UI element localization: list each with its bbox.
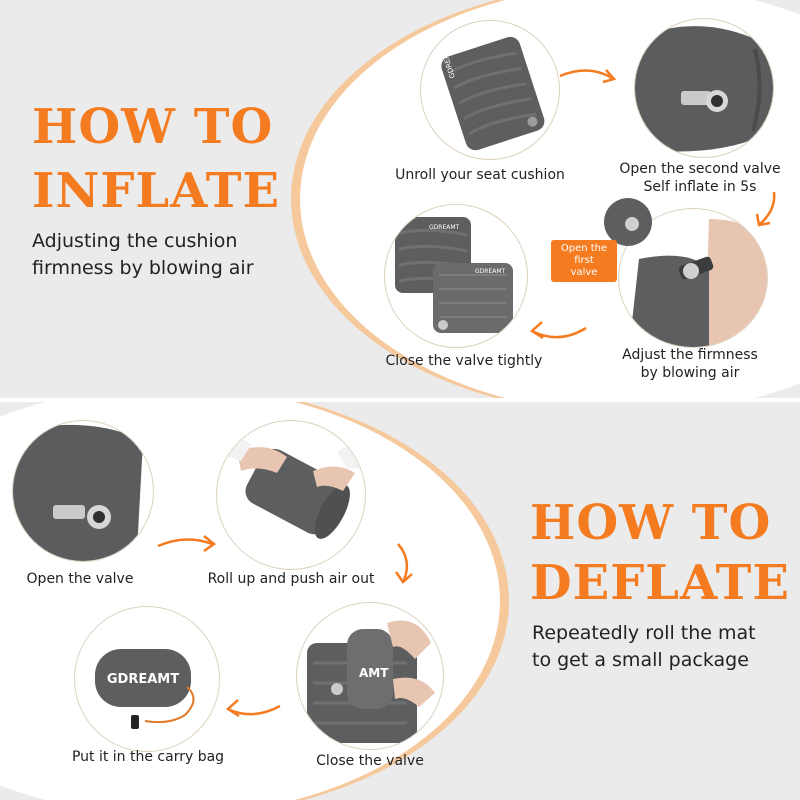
arrow-right-icon xyxy=(559,69,617,84)
inflate-title-line2: INFLATE xyxy=(32,163,281,219)
arrow-left-icon xyxy=(225,699,281,718)
deflate-step3-caption: Close the valve xyxy=(316,753,424,769)
deflate-panel: HOW TO DEFLATE Repeatedly roll the mat t… xyxy=(0,402,800,800)
deflate-title-line2: DEFLATE xyxy=(530,555,790,611)
rolled-mat-image: AMT xyxy=(307,620,435,743)
cushion-brand: GDREAMT xyxy=(429,224,460,231)
carry-bag-image: GDREAMT xyxy=(95,649,195,729)
inflate-step3-caption: Adjust the firmness by blowing air xyxy=(622,347,758,381)
valve-closeup-image xyxy=(635,26,773,152)
deflate-title-line1: HOW TO xyxy=(530,495,772,551)
arrow-right-icon xyxy=(157,535,217,553)
inflated-cushion-image: GDREAMT GDREAMT xyxy=(395,217,513,333)
inflate-title-line1: HOW TO xyxy=(32,99,274,155)
deflate-step1-caption: Open the valve xyxy=(26,571,134,587)
flat-cushion-image: GDREAMT xyxy=(438,36,545,151)
deflate-step4-image: GDREAMT xyxy=(74,606,220,752)
bag-brand: GDREAMT xyxy=(107,672,179,687)
arrow-down-icon xyxy=(755,191,776,227)
arrow-down-icon xyxy=(394,543,413,584)
inflate-step4-image: GDREAMT GDREAMT xyxy=(384,204,528,348)
deflate-step4-caption: Put it in the carry bag xyxy=(71,749,225,765)
deflate-step2-caption: Roll up and push air out xyxy=(207,571,375,587)
rolling-mat-image xyxy=(217,436,365,539)
blowing-air-image xyxy=(629,219,767,347)
inflate-subtitle: Adjusting the cushion firmness by blowin… xyxy=(32,230,254,279)
inflate-step4-caption: Close the valve tightly xyxy=(385,353,543,369)
deflate-step3-image: AMT xyxy=(296,602,444,750)
arrow-left-icon xyxy=(529,321,587,340)
inflate-step2-caption: Open the second valve Self inflate in 5s xyxy=(619,161,781,195)
inflate-step2-image xyxy=(634,18,774,158)
cushion-brand: GDREAMT xyxy=(475,268,506,275)
inflate-step1-image: GDREAMT xyxy=(420,20,560,160)
inflate-step1-caption: Unroll your seat cushion xyxy=(395,167,565,183)
inflate-panel: HOW TO INFLATE Adjusting the cushion fir… xyxy=(0,0,800,398)
mat-brand-partial: AMT xyxy=(359,666,389,680)
deflate-step2-image xyxy=(216,420,366,570)
valve-closeup-image xyxy=(13,424,143,561)
open-first-valve-badge: Open the first valve xyxy=(551,240,617,282)
deflate-subtitle: Repeatedly roll the mat to get a small p… xyxy=(532,622,756,671)
deflate-step1-image xyxy=(12,420,154,562)
valve-detail-icon xyxy=(604,198,652,246)
